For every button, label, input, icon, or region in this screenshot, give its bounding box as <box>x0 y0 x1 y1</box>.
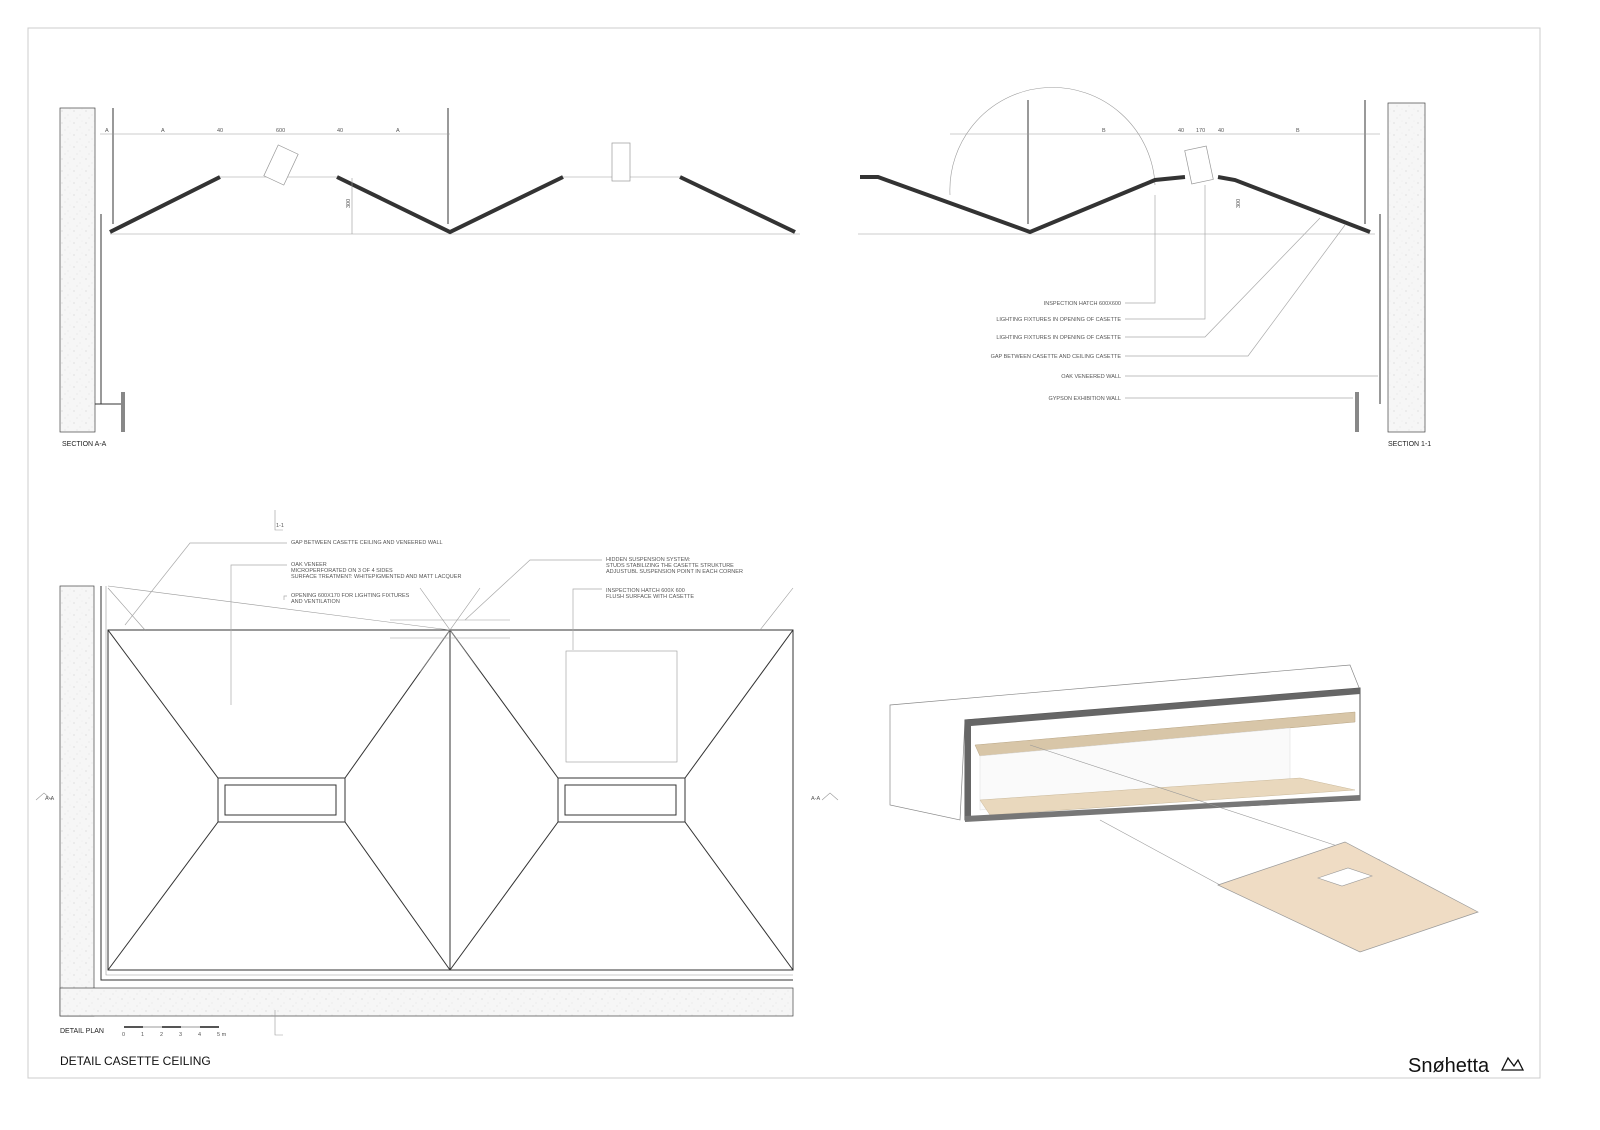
concrete-wall <box>59 107 96 433</box>
hatch-swing-arc <box>949 87 1156 196</box>
svg-text:A-A: A-A <box>811 796 821 802</box>
cassette <box>107 629 451 971</box>
svg-text:OAK VENEER: OAK VENEER <box>291 562 327 568</box>
perspective-model <box>889 664 1479 953</box>
section-11: B 40 170 40 B 300 INSPECTION HATCH 600X6… <box>858 87 1431 448</box>
svg-text:MICROPERFORATED ON 3 OF 4 SIDE: MICROPERFORATED ON 3 OF 4 SIDES <box>291 568 393 574</box>
svg-text:5 m: 5 m <box>217 1032 227 1038</box>
svg-text:GAP BETWEEN CASETTE AND CEILIN: GAP BETWEEN CASETTE AND CEILING CASETTE <box>991 354 1122 360</box>
floor <box>979 777 1356 816</box>
svg-text:HIDDEN SUSPENSION SYSTEM:: HIDDEN SUSPENSION SYSTEM: <box>606 557 691 563</box>
svg-text:GAP BETWEEN CASETTE CEILING AN: GAP BETWEEN CASETTE CEILING AND VENEERED… <box>291 540 443 546</box>
svg-text:0: 0 <box>122 1032 125 1038</box>
concrete-wall <box>59 585 95 1017</box>
cassette-ceiling-array <box>974 711 1356 757</box>
cassette-slope <box>336 175 564 235</box>
svg-text:40: 40 <box>1178 128 1184 134</box>
detail-plan: 1-1 A-A A-A GAP BETWEEN CASETTE CEILING … <box>35 510 839 1038</box>
svg-text:40: 40 <box>217 128 223 134</box>
svg-text:4: 4 <box>198 1032 201 1038</box>
light-fixture <box>263 144 299 186</box>
svg-text:STUDS STABILIZING THE CASETTE: STUDS STABILIZING THE CASETTE STRUKTURE <box>606 563 734 569</box>
inspection-hatch <box>565 650 678 763</box>
svg-text:A: A <box>105 128 109 134</box>
concrete-wall <box>59 987 794 1017</box>
cassette-detail-3d <box>1217 841 1479 953</box>
svg-text:SURFACE TREATMENT: WHITEPIGMEN: SURFACE TREATMENT: WHITEPIGMENTED AND MA… <box>291 574 461 580</box>
section-aa: A A 40 600 40 A 300 SECTION A-A <box>59 107 800 448</box>
svg-text:OAK VENEERED WALL: OAK VENEERED WALL <box>1061 374 1121 380</box>
light-opening <box>1317 867 1373 887</box>
svg-text:AND VENTILATION: AND VENTILATION <box>291 599 340 605</box>
mountain-logo-icon <box>1500 1056 1525 1071</box>
light-opening <box>557 777 686 823</box>
light-opening <box>217 777 346 823</box>
svg-text:A-A: A-A <box>45 796 55 802</box>
svg-text:LIGHTING FIXTURES IN OPENING O: LIGHTING FIXTURES IN OPENING OF CASETTE <box>996 317 1121 323</box>
cassette <box>449 629 794 971</box>
svg-text:OPENING 600X170 FOR LIGHTING: OPENING 600X170 FOR LIGHTING FIXTURES <box>291 593 410 599</box>
svg-text:B: B <box>1296 128 1300 134</box>
svg-text:1: 1 <box>141 1032 144 1038</box>
detail-plan-label: DETAIL PLAN <box>60 1028 104 1035</box>
svg-text:1-1: 1-1 <box>276 523 284 529</box>
svg-text:ADJUSTUBL SUSPENSION POINT IN: ADJUSTUBL SUSPENSION POINT IN EACH CORNE… <box>606 569 743 575</box>
svg-text:2: 2 <box>160 1032 163 1038</box>
gypsum-wall <box>121 392 125 432</box>
svg-text:B: B <box>1102 128 1106 134</box>
svg-text:600: 600 <box>276 128 285 134</box>
svg-text:3: 3 <box>179 1032 182 1038</box>
snohetta-logo: Snøhetta <box>1408 1055 1490 1077</box>
section-11-label: SECTION 1-1 <box>1388 441 1431 448</box>
svg-text:A: A <box>161 128 165 134</box>
svg-text:40: 40 <box>1218 128 1224 134</box>
cassette-slope <box>109 175 221 234</box>
scale-bar: 0 1 2 3 4 5 m <box>122 1026 227 1038</box>
svg-text:170: 170 <box>1196 128 1205 134</box>
svg-text:40: 40 <box>337 128 343 134</box>
svg-text:GYPSON EXHIBITION WALL: GYPSON EXHIBITION WALL <box>1048 396 1121 402</box>
light-fixture <box>1184 145 1214 185</box>
svg-text:300: 300 <box>346 199 352 208</box>
light-fixture <box>611 142 631 182</box>
svg-text:INSPECTION HATCH 600X 600: INSPECTION HATCH 600X 600 <box>606 588 685 594</box>
gypsum-wall <box>1355 392 1359 432</box>
svg-text:INSPECTION HATCH 600X600: INSPECTION HATCH 600X600 <box>1044 301 1121 307</box>
cassette-slope <box>860 175 1186 235</box>
section-aa-label: SECTION A-A <box>62 441 107 448</box>
cassette-slope <box>679 175 796 234</box>
svg-text:A: A <box>396 128 400 134</box>
sheet-title: DETAIL CASETTE CEILING <box>60 1054 211 1068</box>
svg-text:300: 300 <box>1236 199 1242 208</box>
sheet-border <box>27 27 1541 1079</box>
svg-text:FLUSH SURFACE WITH CASETTE: FLUSH SURFACE WITH CASETTE <box>606 594 694 600</box>
concrete-wall <box>1387 102 1426 433</box>
svg-text:LIGHTING FIXTURES IN OPENING O: LIGHTING FIXTURES IN OPENING OF CASETTE <box>996 335 1121 341</box>
cassette-slope <box>1217 175 1371 234</box>
